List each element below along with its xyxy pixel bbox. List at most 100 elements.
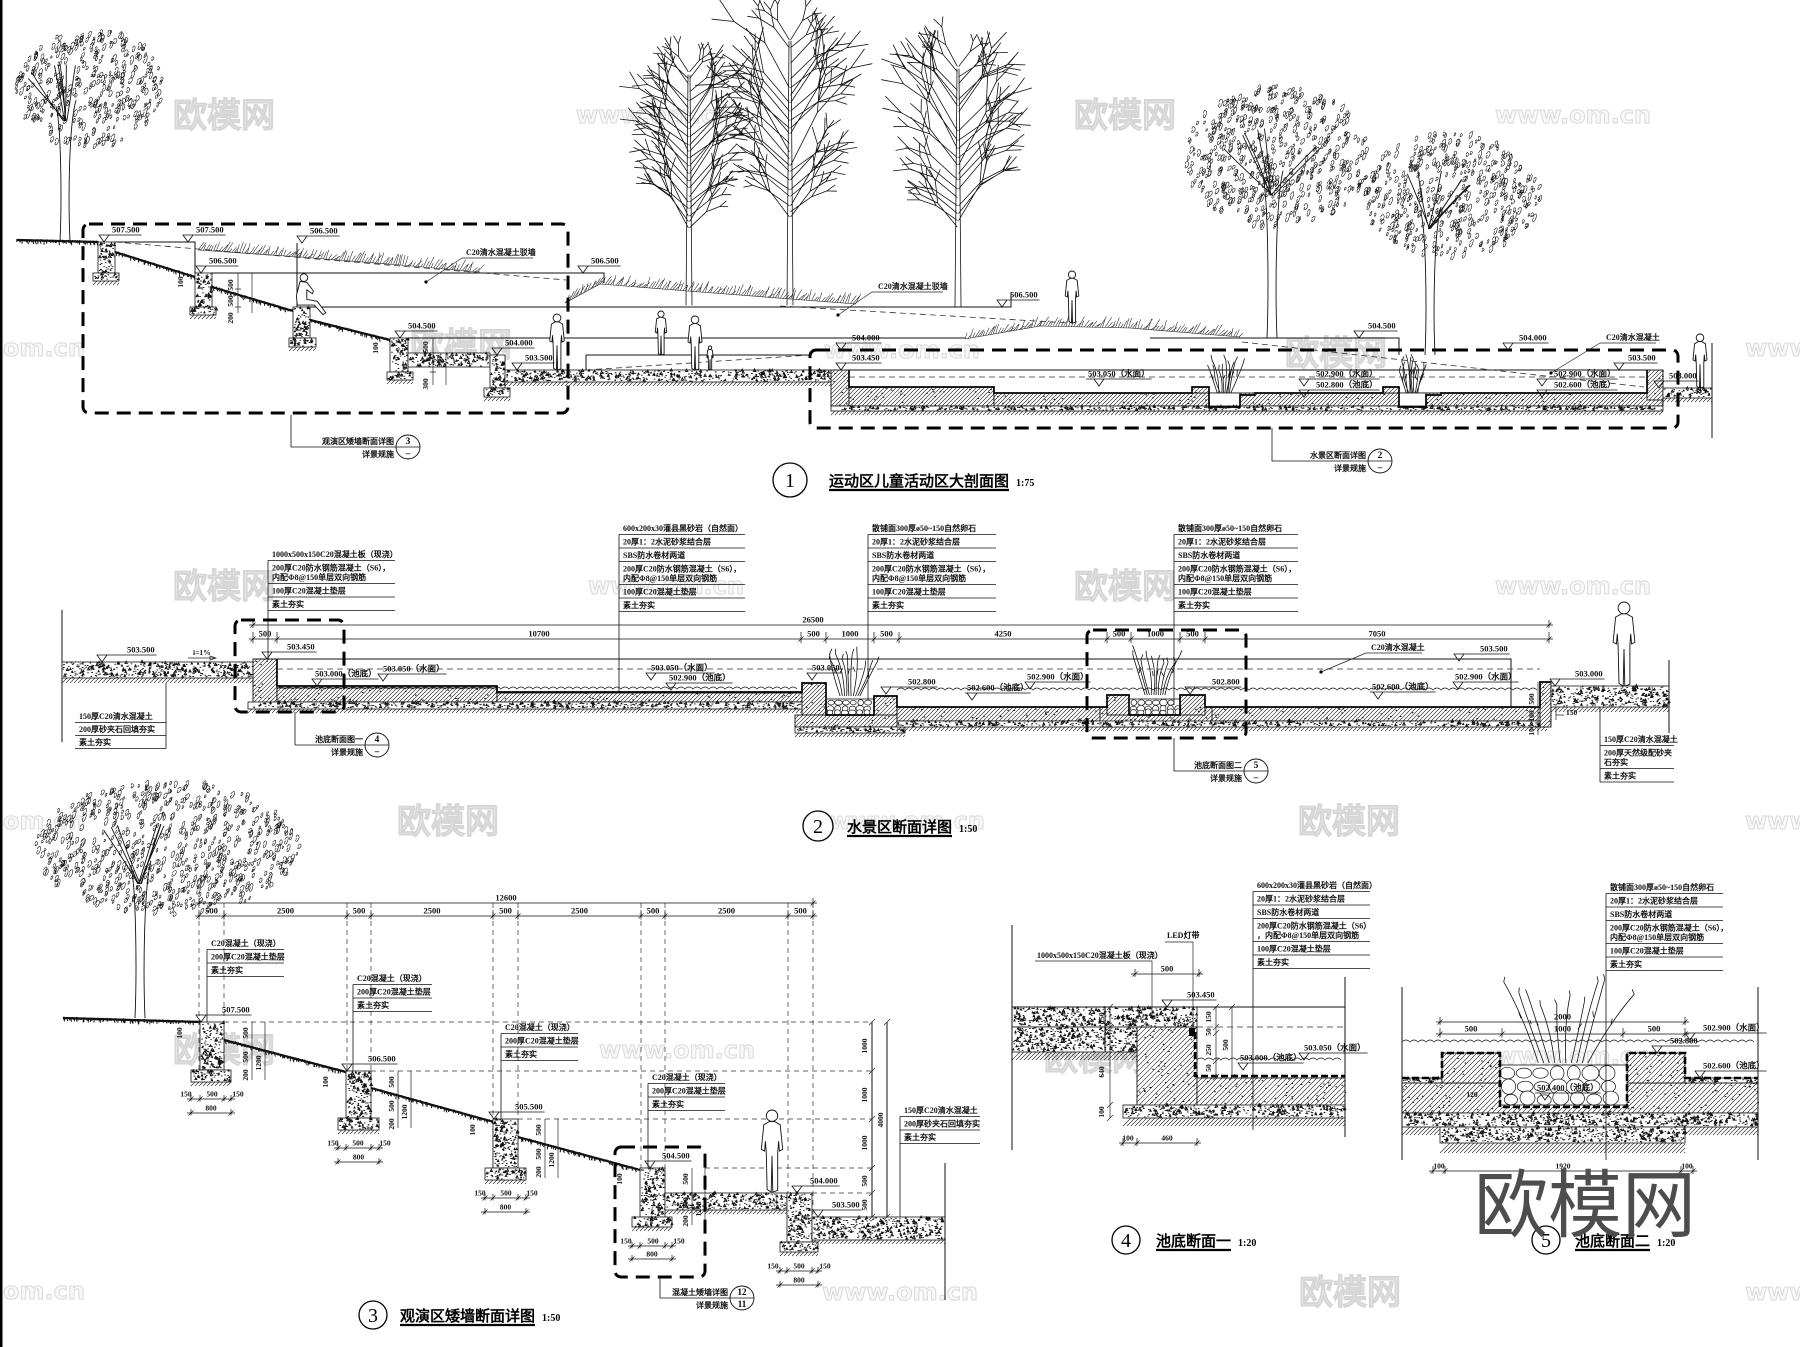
elevation-value: 506.500 <box>1010 290 1038 300</box>
section-fill <box>1647 370 1663 400</box>
pebble <box>1567 1065 1581 1081</box>
elevation-marker: 502.800 <box>1184 677 1242 695</box>
dimension-text: 2500 <box>277 906 294 916</box>
dimension-text: 100 <box>1433 1162 1445 1171</box>
note-line: 200厚C20防水钢筋混凝土（S6） <box>1257 921 1371 931</box>
dimension-text: 640 <box>1097 1066 1106 1078</box>
soil-surface <box>16 238 100 247</box>
elevation-value: 504.500 <box>1368 321 1396 331</box>
elevation-value: 502.800 <box>1212 677 1240 687</box>
person-body <box>687 323 703 371</box>
dimension-text: 150 <box>620 1237 632 1246</box>
dimension-text: 500 <box>387 1076 396 1088</box>
aggregate-dots <box>190 304 219 315</box>
reference-sheet: – <box>374 746 380 756</box>
compacted-soil <box>189 314 217 320</box>
elevation-marker: 502.600（池底） <box>1694 1061 1767 1079</box>
title-circle <box>802 810 834 842</box>
drawing-title-text: 观演区矮墙断面详图 <box>400 1307 535 1325</box>
soil-surface-line <box>16 238 99 244</box>
elevation-marker: 502.600（池底） <box>1536 380 1618 398</box>
label-leader <box>1165 941 1194 1030</box>
compacted-soil <box>1011 1051 1138 1061</box>
water-surface <box>1401 1039 1755 1043</box>
concrete-dots <box>282 687 498 702</box>
elevation-value: 502.600（池底） <box>1372 682 1434 692</box>
elevation-value: 502.600（池底） <box>967 683 1029 693</box>
elevation-marker: 502.600（池底） <box>965 683 1031 701</box>
note-line: 素土夯实 <box>1178 600 1210 610</box>
dimension-lines <box>1535 682 1564 735</box>
pebble <box>1598 1065 1616 1081</box>
watermark-brand: 欧模网 <box>1285 334 1387 374</box>
note-line: 200厚C20混凝土垫层 <box>357 987 431 997</box>
leader-dot <box>1319 670 1323 674</box>
dimension-text: 500 <box>421 341 430 353</box>
elevation-value: 502.900（池底） <box>669 673 731 683</box>
dimension-text: 500 <box>241 1051 250 1063</box>
person-head <box>765 1109 779 1122</box>
note-line: 1000x500x150C20混凝土板（现浇） <box>272 549 398 559</box>
dimension-text: 500 <box>1221 1039 1230 1051</box>
rc-wall <box>1136 1026 1198 1108</box>
elevation-symbol <box>835 362 882 371</box>
drawing-title: 5 池底断面二 1:20 <box>1531 1225 1675 1255</box>
aggregate-dots <box>98 241 117 273</box>
tree <box>1184 84 1369 339</box>
elevation-value: 503.000（池底） <box>1240 1053 1302 1063</box>
drawing-scale: 1:20 <box>1238 1238 1256 1249</box>
watermark-url: www.om.cn <box>1495 101 1651 129</box>
dimension-line <box>187 1109 235 1116</box>
callout-leader <box>1271 428 1392 462</box>
hatch-lines <box>1179 694 1206 716</box>
dimension-text: 500 <box>534 1148 543 1160</box>
section-fill <box>849 387 994 406</box>
note-line: 200厚C20混凝土垫层 <box>652 1086 726 1096</box>
elevation-symbol <box>394 330 438 339</box>
pebble <box>1144 699 1153 706</box>
concrete-dots <box>833 373 849 406</box>
concrete-pier <box>639 1166 667 1218</box>
drawing-title-text: 水景区断面详图 <box>847 818 952 836</box>
dimension-line <box>334 1158 383 1165</box>
dimension-text: 150 <box>1204 1011 1213 1023</box>
bottom-dimensions: 100 1920 100 <box>1429 1162 1697 1174</box>
dimension-text: 800 <box>205 1104 217 1113</box>
person-figure <box>549 313 565 371</box>
person-body <box>706 348 714 371</box>
pool-slab <box>794 714 906 728</box>
aggregate-dots <box>485 1167 527 1180</box>
dimension-text: 500 <box>435 356 444 368</box>
elevation-marker: 503.450 <box>1161 990 1217 1008</box>
elevation-marker: 504.500 <box>1353 321 1398 339</box>
aggregate-dots <box>1013 1004 1199 1027</box>
layer-outline <box>386 371 414 381</box>
callout-leader <box>294 712 389 746</box>
footing-dimensions: 800 <box>334 1153 383 1165</box>
compacted-soil <box>896 726 1548 732</box>
section-1-large-section: 507.500 507.500 506.500 506.500 504.500 … <box>14 0 1713 498</box>
pebble <box>1586 1093 1602 1106</box>
elevation-value: 502.900（水面） <box>1554 369 1616 379</box>
dimension-ticks <box>251 1018 891 1225</box>
elevation-marker: 502.800 <box>1651 1036 1700 1054</box>
earth-hatch <box>1550 706 1670 713</box>
note-line: 200厚C20防水钢筋混凝土（S6）， <box>272 563 390 573</box>
compacted-soil <box>1401 1126 1441 1136</box>
dimension-text: 1200 <box>547 1152 556 1167</box>
note-line: SBS防水卷材两道 <box>1610 909 1672 919</box>
watermark-url-fragment: om.cn <box>3 334 85 362</box>
pebble <box>1550 1065 1565 1081</box>
elevation-symbol <box>1653 380 1699 389</box>
title-circle <box>358 1300 388 1330</box>
pool-slab <box>848 386 995 407</box>
planter-wall <box>1179 694 1206 716</box>
tree-branches <box>881 16 1033 308</box>
dimension-text: 1000 <box>860 1038 869 1053</box>
elevation-marker: 504.500 <box>644 1151 692 1169</box>
elevation-value: 502.900（水面） <box>1703 1023 1765 1033</box>
aggregate-dots <box>780 1240 820 1252</box>
pebble <box>1516 1080 1534 1093</box>
pier-footing <box>631 1215 674 1228</box>
aquatic-plants <box>1132 645 1183 696</box>
